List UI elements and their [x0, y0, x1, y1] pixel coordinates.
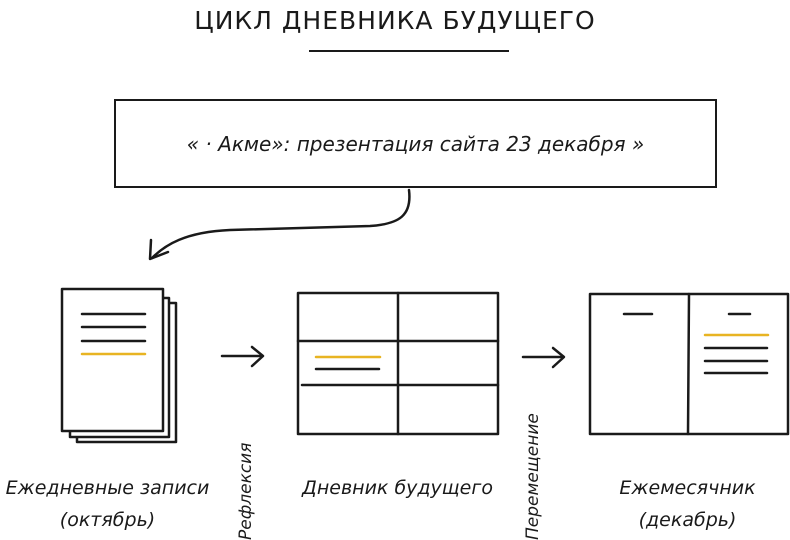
stage-label-future-log: Дневник будущего	[302, 477, 493, 499]
event-box	[114, 99, 717, 188]
diagram-title: ЦИКЛ ДНЕВНИКА БУДУЩЕГО	[194, 6, 596, 35]
stage-label-daily: Ежедневные записи	[5, 477, 210, 499]
stage-sublabel-daily: (октябрь)	[59, 509, 156, 531]
open-book-icon	[588, 292, 790, 436]
grid-spread-icon	[296, 291, 500, 436]
title-underline	[309, 50, 509, 52]
transition-label-migration: Перемещение	[523, 413, 543, 540]
event-text: « · Акме»: презентация сайта 23 декабря …	[186, 132, 645, 156]
arrow-right-icon	[220, 345, 265, 368]
curved-arrow-icon	[148, 188, 411, 261]
arrow-right-icon	[521, 346, 566, 369]
transition-label-reflection: Рефлексия	[236, 442, 256, 540]
stacked-pages-icon	[60, 287, 178, 444]
stage-sublabel-monthly: (декабрь)	[638, 509, 737, 531]
stage-label-monthly: Ежемесячник	[619, 477, 756, 499]
